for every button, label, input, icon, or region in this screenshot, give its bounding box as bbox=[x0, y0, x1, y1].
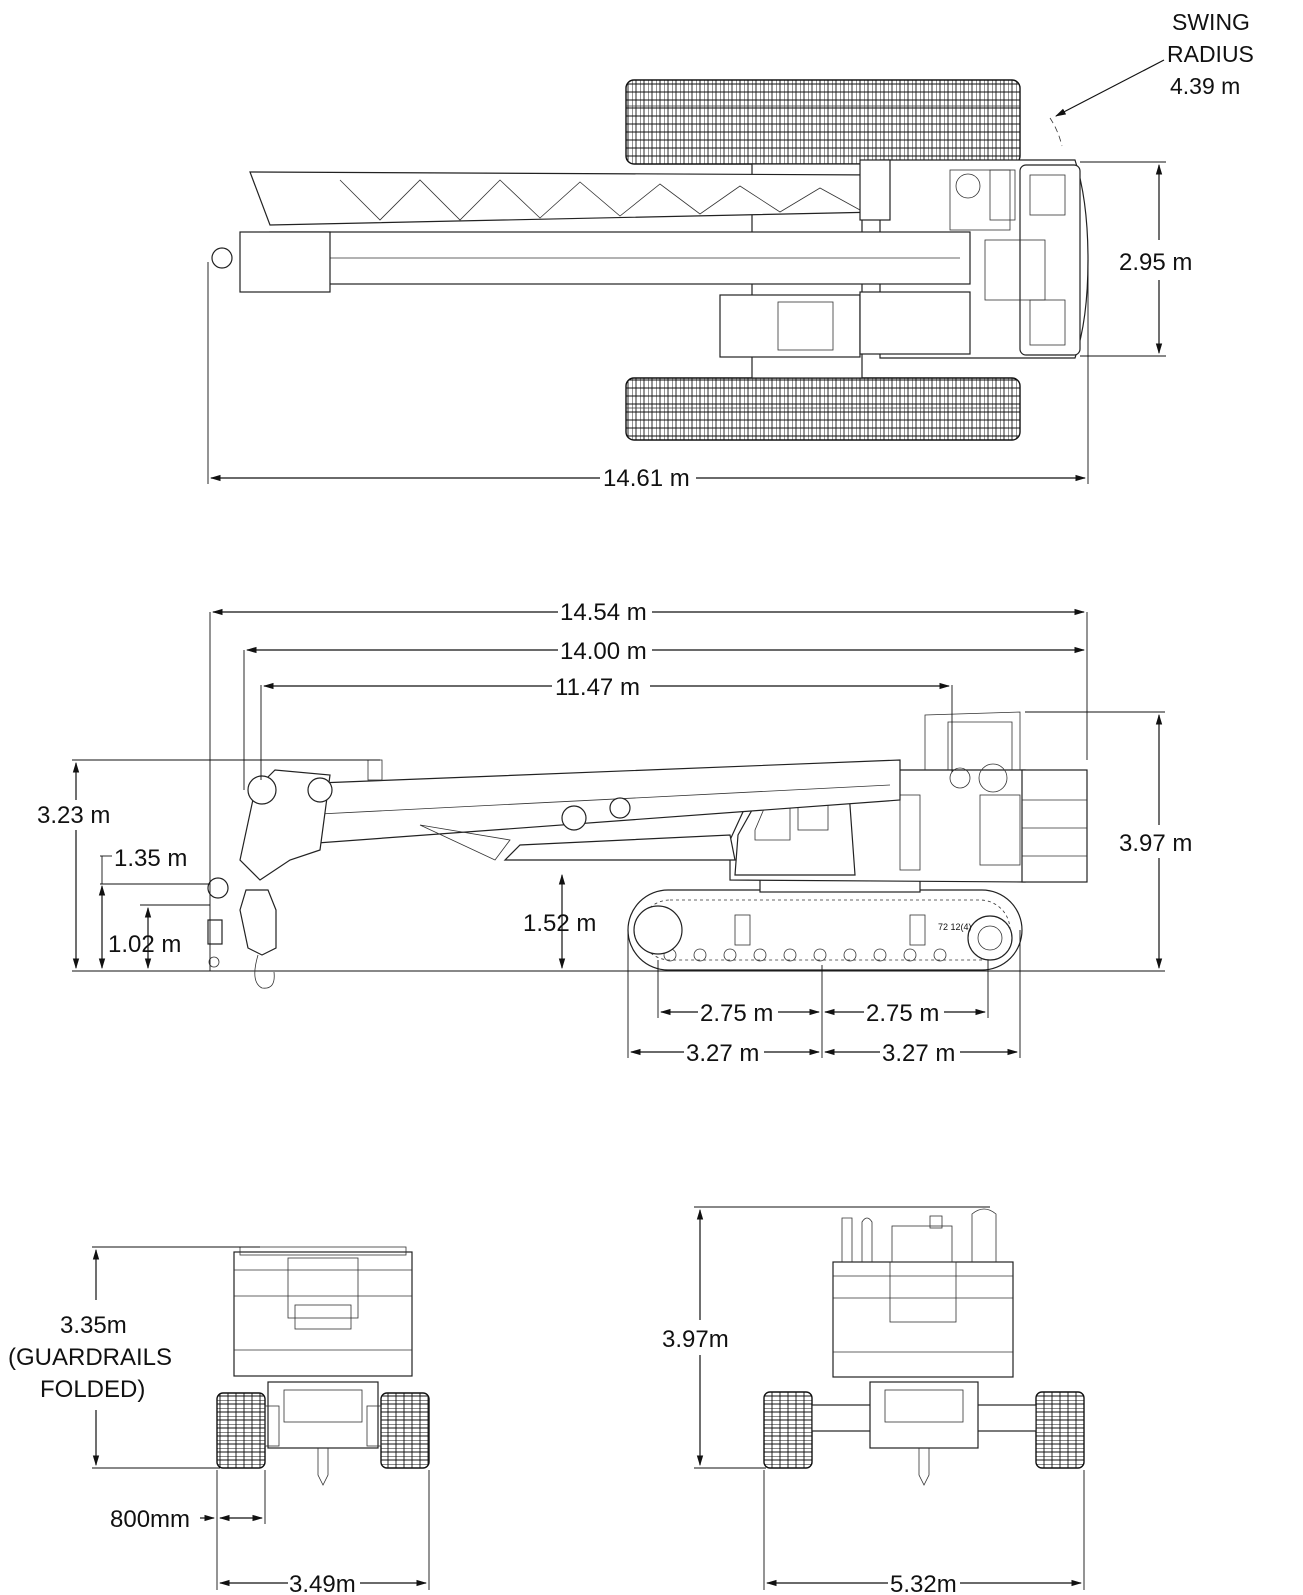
side-pivot-height-label: 1.52 m bbox=[523, 910, 596, 937]
rear-extended-guardrail-left bbox=[841, 1217, 873, 1262]
top-width-label: 2.95 m bbox=[1119, 249, 1192, 276]
side-overall-height-label: 3.97 m bbox=[1119, 830, 1192, 857]
rear-view-extended: 3.97m 5.32m bbox=[662, 1206, 1085, 1595]
rear-extended-width-label: 5.32m bbox=[890, 1571, 957, 1595]
rear-folded-track-right bbox=[380, 1392, 430, 1469]
side-boom-height-label: 3.23 m bbox=[37, 802, 110, 829]
side-hook-block bbox=[239, 889, 277, 956]
side-boom-cylinder bbox=[503, 834, 736, 861]
top-cab bbox=[719, 294, 861, 358]
rear-folded-height-line-2: (GUARDRAILS bbox=[8, 1344, 172, 1371]
side-sprocket-wheel bbox=[967, 915, 1013, 961]
swing-radius-label-2: RADIUS bbox=[1167, 41, 1254, 67]
top-length-label: 14.61 m bbox=[603, 465, 690, 492]
side-view: 72 12(4) bbox=[37, 599, 1192, 1067]
rear-folded-track-left bbox=[216, 1392, 266, 1469]
rear-folded-height-line-3: FOLDED) bbox=[40, 1376, 145, 1403]
side-block-height-label: 1.02 m bbox=[108, 931, 181, 958]
top-track-lower bbox=[625, 377, 1021, 441]
side-idler-wheel bbox=[633, 905, 683, 955]
top-view: 2.95 m 14.61 m SWING RADIUS 4.39 m bbox=[207, 9, 1254, 492]
side-counterweight bbox=[1021, 769, 1088, 883]
rear-folded-counterweight bbox=[233, 1251, 413, 1377]
rear-extended-guardrail-right bbox=[971, 1208, 997, 1262]
swing-radius-value: 4.39 m bbox=[1170, 73, 1240, 99]
rear-extended-counterweight bbox=[832, 1261, 1014, 1378]
side-track-front-label: 3.27 m bbox=[686, 1040, 759, 1067]
side-ball-hook bbox=[207, 877, 229, 899]
rear-folded-width-label: 3.49m bbox=[289, 1571, 356, 1595]
rear-folded-shoe-width-label: 800mm bbox=[110, 1506, 190, 1533]
side-hook-height-label: 1.35 m bbox=[114, 845, 187, 872]
side-tumbler-front-label: 2.75 m bbox=[700, 1000, 773, 1027]
rear-folded-height-line-1: 3.35m bbox=[60, 1312, 127, 1339]
rear-view-folded: 3.35m (GUARDRAILS FOLDED) 800mm 3.49m bbox=[8, 1246, 430, 1595]
side-tumbler-rear-label: 2.75 m bbox=[866, 1000, 939, 1027]
side-length-to-sheave-label: 14.00 m bbox=[560, 638, 647, 665]
side-crawler-rollers bbox=[663, 948, 947, 962]
rear-extended-height-label: 3.97m bbox=[662, 1326, 729, 1353]
swing-radius-label-1: SWING bbox=[1172, 9, 1250, 35]
side-overall-length-label: 14.54 m bbox=[560, 599, 647, 626]
top-track-upper bbox=[625, 79, 1021, 165]
side-track-rear-label: 3.27 m bbox=[882, 1040, 955, 1067]
rear-extended-track-left bbox=[763, 1391, 813, 1469]
side-guardrail bbox=[924, 711, 1021, 770]
rear-extended-track-right bbox=[1035, 1391, 1085, 1469]
side-boom-length-label: 11.47 m bbox=[555, 674, 640, 701]
serial-plate-label: 72 12(4) bbox=[938, 922, 972, 932]
